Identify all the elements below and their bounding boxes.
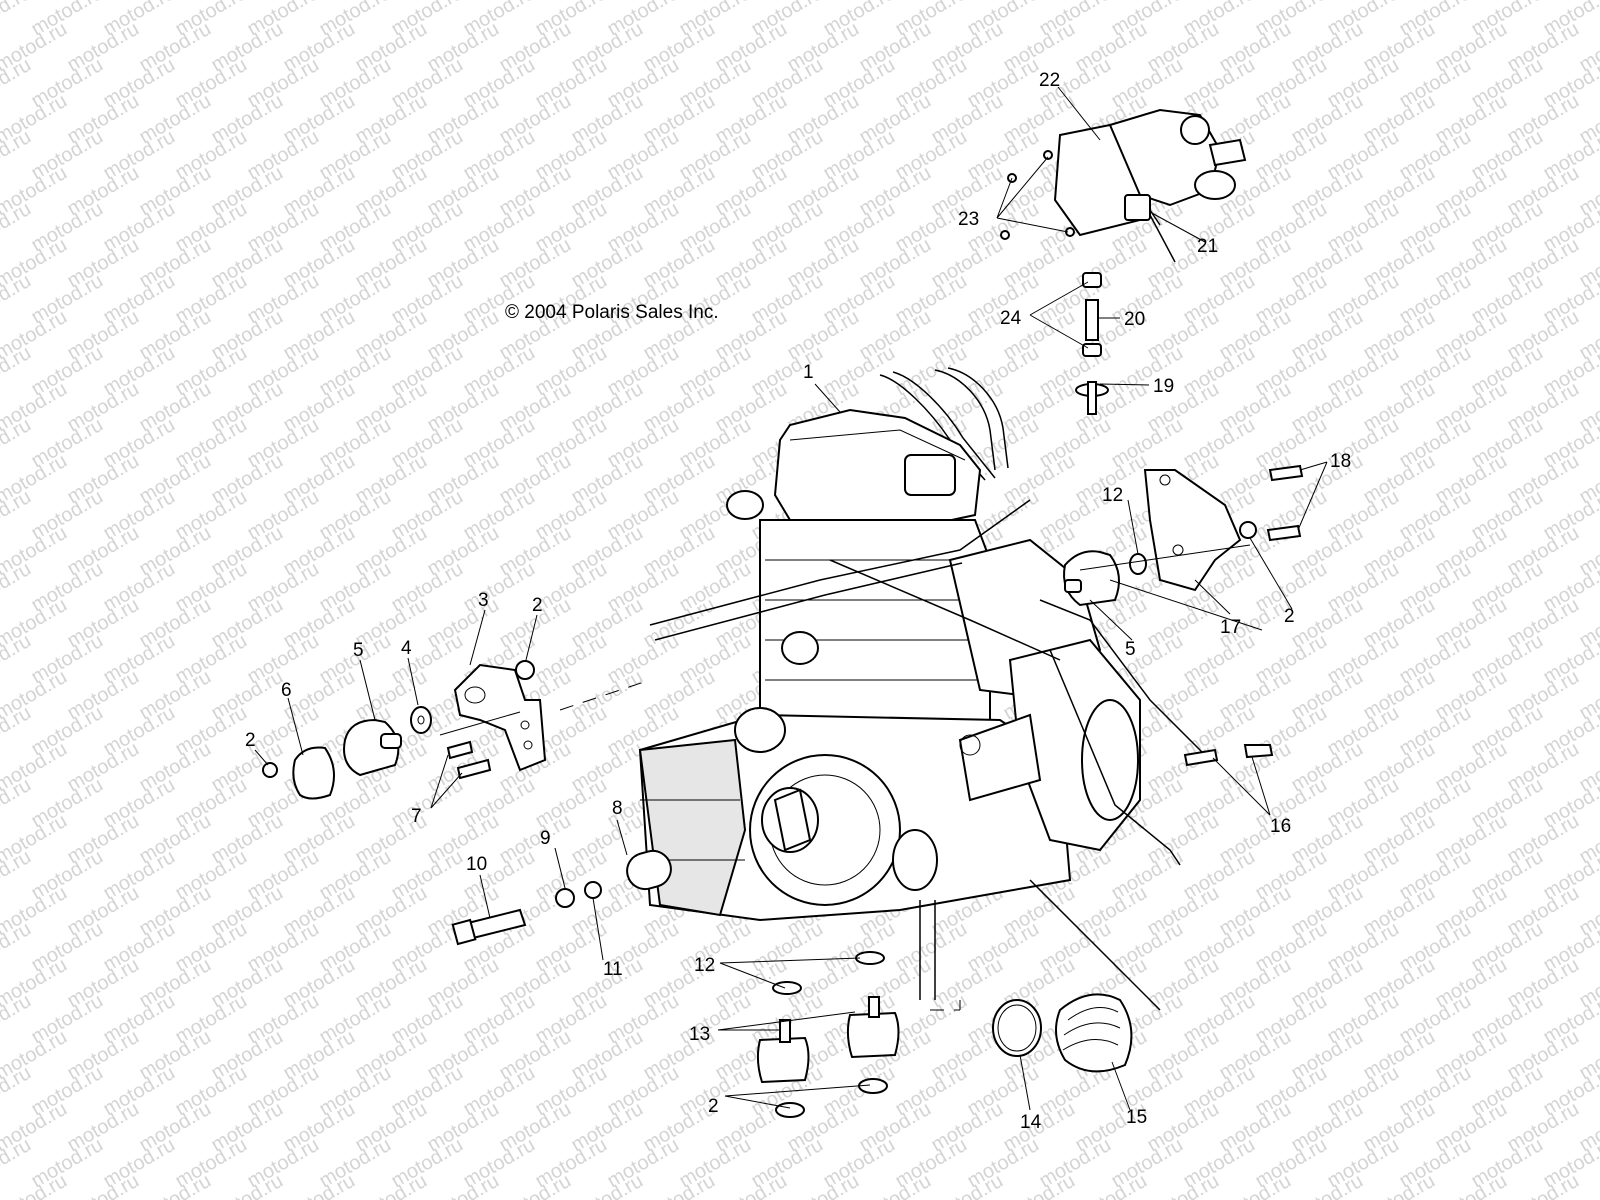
callout-2-upper: 2 [532,595,543,616]
callout-18: 18 [1330,451,1351,472]
callout-3: 3 [478,590,489,611]
callout-2-right: 2 [1284,606,1295,627]
callout-13: 13 [689,1024,710,1045]
callout-24: 24 [1000,308,1022,329]
callout-12-right: 12 [1102,485,1123,506]
callout-6: 6 [281,680,292,701]
callout-16: 16 [1270,816,1291,837]
callout-21: 21 [1197,236,1218,257]
callout-5-left: 5 [353,640,364,661]
callout-9: 9 [540,828,551,849]
callout-4: 4 [401,638,412,659]
callout-23: 23 [958,209,979,230]
watermark-text: motod.ru [1576,0,1600,4]
callout-15: 15 [1126,1107,1147,1128]
callout-10: 10 [466,854,487,875]
callout-5-right: 5 [1125,639,1136,660]
callout-12-bottom: 12 [694,955,715,976]
callout-22: 22 [1039,70,1060,91]
callout-8: 8 [612,798,623,819]
callout-7: 7 [411,806,422,827]
callout-20: 20 [1124,309,1145,330]
copyright-text: © 2004 Polaris Sales Inc. [505,302,719,323]
callout-17: 17 [1220,617,1241,638]
callout-1: 1 [803,362,814,383]
callout-11: 11 [603,959,623,980]
callout-14: 14 [1020,1112,1042,1133]
callout-2-bottom: 2 [708,1096,719,1117]
callout-2-left: 2 [245,730,256,751]
callout-19: 19 [1153,376,1174,397]
